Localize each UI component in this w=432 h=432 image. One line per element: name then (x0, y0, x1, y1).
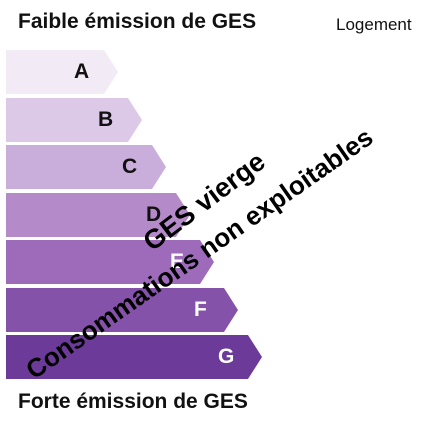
ges-class-letter: B (98, 107, 114, 131)
ges-bar-arrow-shape (6, 50, 118, 94)
ges-bar-arrow-shape (6, 335, 262, 379)
ges-class-bar-b: B (6, 97, 142, 142)
chart-footer-title: Forte émission de GES (18, 390, 248, 413)
chart-header-subtitle: Logement (336, 15, 412, 34)
chart-header-title: Faible émission de GES (18, 10, 257, 33)
ges-class-bar-f: F (6, 287, 238, 332)
ges-bar-arrow-shape (6, 97, 142, 142)
ges-class-bar-c: C (6, 145, 166, 189)
ges-bar-arrow-shape (6, 145, 166, 189)
ges-bar-arrow-shape (6, 240, 214, 284)
ges-class-letter: C (122, 155, 138, 178)
ges-class-bar-a: A (6, 50, 118, 94)
ges-class-bar-g: G (6, 335, 262, 379)
ges-class-letter: G (218, 345, 235, 368)
ges-class-bar-e: E (6, 240, 214, 284)
ges-class-bar-d: D (6, 192, 190, 237)
ges-bar-arrow-shape (6, 287, 238, 332)
ges-class-letter: E (170, 250, 185, 273)
ges-bar-arrow-shape (6, 192, 190, 237)
ges-class-letter: A (74, 60, 90, 83)
ges-class-letter: F (194, 297, 207, 321)
ges-class-letter: D (146, 202, 162, 226)
